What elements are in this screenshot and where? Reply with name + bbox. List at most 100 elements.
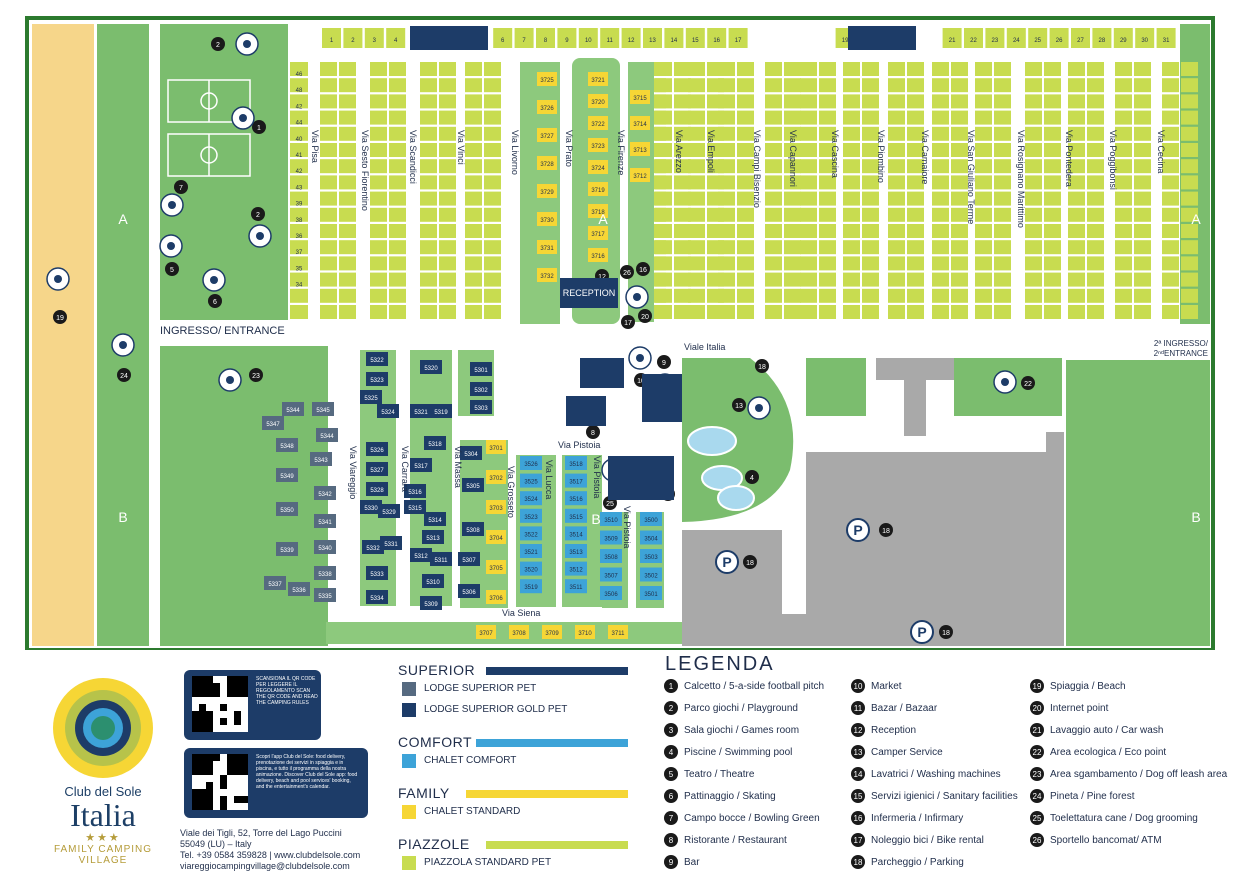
pitch-cell[interactable] <box>1162 272 1179 287</box>
pitch-cell[interactable] <box>1025 175 1042 190</box>
chalet-standard-unit[interactable] <box>486 440 506 454</box>
pitch-cell[interactable] <box>1044 272 1061 287</box>
pitch-cell[interactable] <box>643 28 662 48</box>
pitch-cell[interactable] <box>994 143 1011 157</box>
pitch-cell[interactable] <box>1181 110 1198 125</box>
pitch-cell[interactable] <box>1162 207 1179 222</box>
pitch-cell[interactable] <box>994 224 1011 238</box>
pitch-cell[interactable] <box>1025 126 1042 141</box>
chalet-comfort-unit[interactable] <box>520 544 542 558</box>
pitch-cell[interactable] <box>1115 207 1132 222</box>
pitch-cell[interactable] <box>1134 207 1151 222</box>
lodge-gold-unit[interactable] <box>366 372 388 386</box>
pitch-cell[interactable] <box>1049 28 1069 48</box>
pitch-cell[interactable] <box>655 288 672 303</box>
pitch-cell[interactable] <box>420 110 437 125</box>
pitch-cell[interactable] <box>688 110 705 125</box>
pitch-cell[interactable] <box>765 272 782 287</box>
chalet-unit[interactable] <box>588 94 608 108</box>
pitch-cell[interactable] <box>718 240 735 255</box>
pitch-cell[interactable] <box>655 78 672 93</box>
pitch-cell[interactable] <box>907 78 924 93</box>
pitch-cell[interactable] <box>994 191 1011 206</box>
pitch-cell[interactable] <box>1181 94 1198 109</box>
pitch-cell[interactable] <box>1087 288 1104 303</box>
pitch-cell[interactable] <box>339 207 356 222</box>
marker-4[interactable] <box>745 470 759 484</box>
chalet-comfort-unit[interactable] <box>600 549 622 563</box>
pitch-cell[interactable] <box>1068 94 1085 109</box>
pitch-cell[interactable] <box>420 126 437 141</box>
chalet-comfort-unit[interactable] <box>520 561 542 576</box>
pitch-cell[interactable] <box>737 256 754 271</box>
pitch-cell[interactable] <box>784 126 801 141</box>
pitch-cell[interactable] <box>942 28 962 48</box>
pitch-cell[interactable] <box>1134 62 1151 76</box>
pitch-cell[interactable] <box>674 94 691 109</box>
pitch-cell[interactable] <box>800 207 817 222</box>
pitch-cell[interactable] <box>975 305 992 319</box>
pitch-cell[interactable] <box>1087 175 1104 190</box>
pitch-cell[interactable] <box>784 175 801 190</box>
lodge-gold-unit[interactable] <box>430 552 452 566</box>
pitch-cell[interactable] <box>718 78 735 93</box>
pitch-cell[interactable] <box>370 94 387 109</box>
pitch-cell[interactable] <box>655 126 672 141</box>
pitch-cell[interactable] <box>1006 28 1026 48</box>
pitch-cell[interactable] <box>800 240 817 255</box>
pitch-cell[interactable] <box>290 288 308 303</box>
pitch-cell[interactable] <box>888 78 905 93</box>
chalet-unit[interactable] <box>537 72 557 86</box>
pitch-cell[interactable] <box>737 143 754 157</box>
pitch-cell[interactable] <box>320 256 337 271</box>
pitch-cell[interactable] <box>339 288 356 303</box>
pitch-cell[interactable] <box>975 126 992 141</box>
pitch-cell[interactable] <box>862 305 879 319</box>
chalet-comfort-unit[interactable] <box>565 456 587 470</box>
pitch-cell[interactable] <box>370 62 387 76</box>
pitch-cell[interactable] <box>784 110 801 125</box>
pitch-cell[interactable] <box>888 62 905 76</box>
pitch-cell[interactable] <box>765 240 782 255</box>
pitch-cell[interactable] <box>951 272 968 287</box>
pitch-cell[interactable] <box>862 207 879 222</box>
pitch-cell[interactable] <box>465 191 482 206</box>
pitch-cell[interactable] <box>339 305 356 319</box>
pitch-cell[interactable] <box>765 94 782 109</box>
pitch-cell[interactable] <box>888 126 905 141</box>
pitch-cell[interactable] <box>688 126 705 141</box>
pitch-cell[interactable] <box>1181 288 1198 303</box>
chalet-comfort-unit[interactable] <box>640 512 662 526</box>
lodge-pet-unit[interactable] <box>276 468 298 482</box>
pitch-cell[interactable] <box>1025 207 1042 222</box>
pitch-cell[interactable] <box>389 159 406 174</box>
pitch-cell[interactable] <box>339 126 356 141</box>
pitch-cell[interactable] <box>784 191 801 206</box>
email-line[interactable]: viareggiocampingvillage@clubdelsole.com <box>180 861 350 871</box>
pitch-cell[interactable] <box>370 175 387 190</box>
pitch-cell[interactable] <box>843 94 860 109</box>
pitch-cell[interactable] <box>439 272 456 287</box>
pitch-cell[interactable] <box>1025 240 1042 255</box>
qr-rules-box[interactable]: SCANSIONA IL QR CODE PER LEGGERE IL REGO… <box>184 670 321 740</box>
pitch-cell[interactable] <box>1181 62 1198 76</box>
pitch-cell[interactable] <box>674 159 691 174</box>
pitch-cell[interactable] <box>975 288 992 303</box>
pitch-cell[interactable] <box>439 191 456 206</box>
chalet-comfort-unit[interactable] <box>520 579 542 594</box>
pitch-cell[interactable] <box>1135 28 1155 48</box>
pitch-cell[interactable] <box>1025 191 1042 206</box>
pitch-cell[interactable] <box>1162 305 1179 319</box>
lodge-pet-unit[interactable] <box>312 402 334 416</box>
chalet-comfort-unit[interactable] <box>565 508 587 523</box>
pitch-cell[interactable] <box>819 159 836 174</box>
marker-23[interactable] <box>249 368 263 382</box>
pitch-cell[interactable] <box>389 272 406 287</box>
pitch-cell[interactable] <box>484 288 501 303</box>
pitch-cell[interactable] <box>707 28 727 48</box>
pitch-cell[interactable] <box>718 175 735 190</box>
pitch-cell[interactable] <box>1068 272 1085 287</box>
chalet-unit[interactable] <box>630 168 650 182</box>
pitch-cell[interactable] <box>1162 224 1179 238</box>
marker-2[interactable] <box>211 37 225 51</box>
